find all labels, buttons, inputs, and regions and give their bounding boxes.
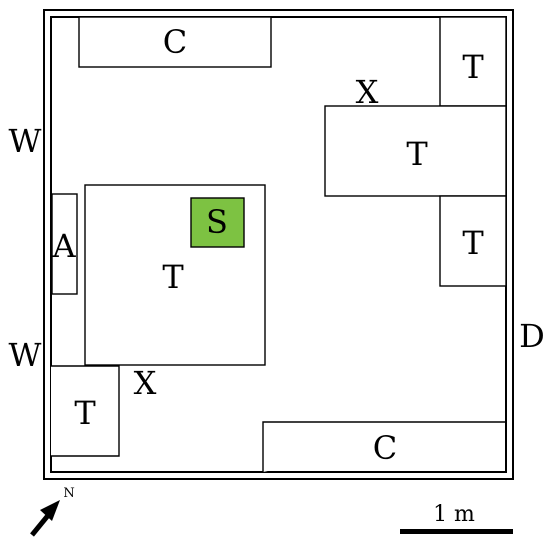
table-top-right-label: T [462, 48, 484, 86]
mark-x-lower-label: X [134, 364, 157, 402]
table-center-label: T [162, 258, 184, 296]
compass-north-label: N [63, 486, 74, 501]
outer-wall [43, 9, 514, 480]
item-a-box [51, 193, 78, 295]
window-lower-label: W [9, 336, 42, 374]
item-a-label: A [51, 227, 76, 265]
scale-bar [400, 529, 513, 534]
table-right-lower-label: T [462, 224, 484, 262]
cabinet-bottom [262, 421, 506, 472]
mark-x-upper-label: X [356, 73, 379, 111]
window-upper [43, 73, 52, 186]
cabinet-top-label: C [163, 23, 187, 61]
scale-bar-label: 1 m [433, 502, 475, 527]
table-right-lower [439, 195, 507, 287]
table-bottom-left-label: T [74, 394, 96, 432]
window-lower [43, 301, 52, 415]
table-bottom-left [51, 365, 120, 457]
highlight-s-label: S [206, 203, 228, 241]
north-arrow-icon [30, 500, 60, 537]
cabinet-bottom-label: C [373, 429, 397, 467]
highlight-s-box [190, 197, 245, 248]
table-top-right [439, 16, 507, 107]
door-label: D [519, 317, 545, 355]
cabinet-top [78, 16, 272, 68]
window-upper-label: W [9, 122, 42, 160]
table-right-middle-label: T [406, 135, 428, 173]
table-right-middle [324, 105, 507, 197]
door-marker [505, 288, 514, 376]
